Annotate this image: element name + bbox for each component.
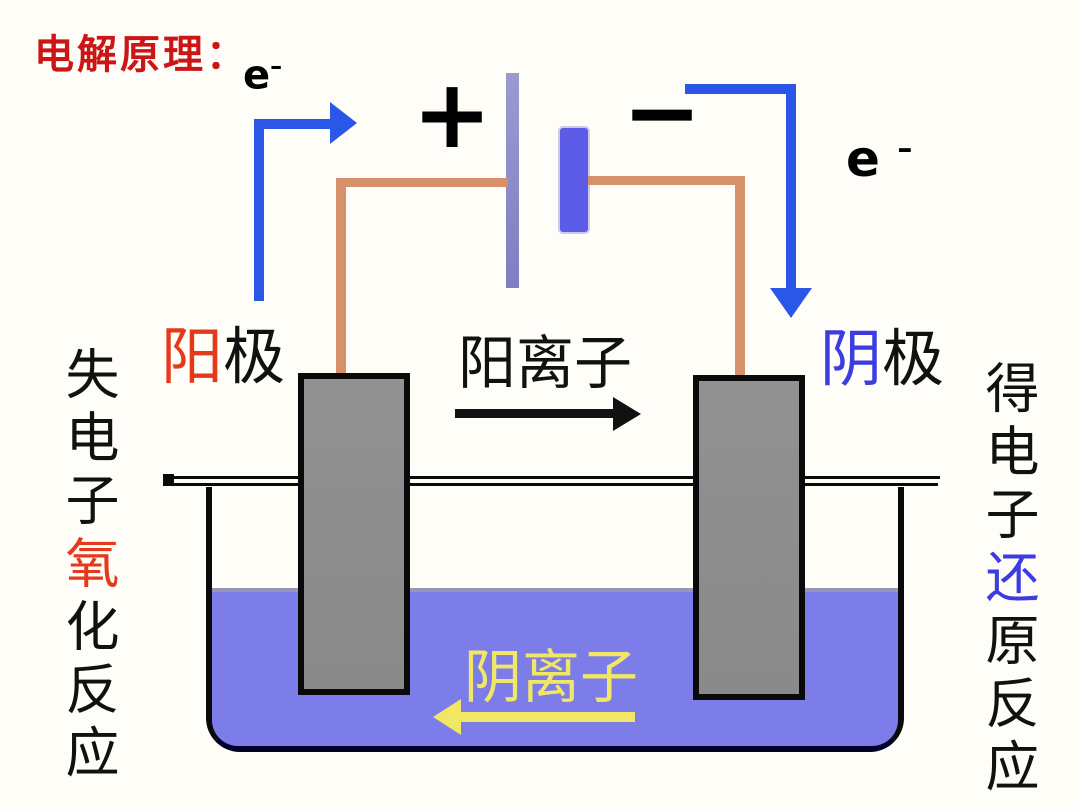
electron-flow-arrow-right-head-icon — [770, 288, 812, 318]
tank-rim-bottom-line — [168, 483, 938, 486]
anode-label-highlight: 阳 — [161, 324, 224, 392]
cation-label: 阳离子 — [458, 331, 633, 396]
anode-label: 阳极 — [161, 326, 285, 390]
battery-negative-sign: − — [622, 58, 702, 168]
anode-electrode — [298, 373, 410, 695]
reduction-note-pre: 得电子 — [977, 360, 1037, 549]
tank-rim-end-cap — [163, 474, 174, 486]
battery-negative-plate — [560, 128, 588, 232]
reduction-note: 得电子还原反应 — [968, 360, 1047, 801]
wire-anode-horizontal — [336, 178, 508, 187]
cathode-electrode — [693, 375, 805, 700]
electron-flow-arrow-right-vertical — [786, 84, 796, 290]
wire-anode-vertical — [336, 178, 346, 375]
reduction-note-highlight: 还 — [977, 549, 1037, 612]
wire-cathode-vertical — [735, 176, 745, 377]
electron-label-left: e– — [243, 52, 282, 98]
cathode-label: 阴极 — [820, 328, 944, 392]
cation-arrow-shaft — [455, 409, 615, 418]
electron-charge-superscript: – — [270, 52, 283, 80]
battery-positive-sign: + — [412, 60, 492, 170]
electron-flow-arrow-right-horizontal — [685, 84, 791, 94]
oxidation-note: 失电子氧化反应 — [48, 346, 127, 787]
cathode-label-highlight: 阴 — [820, 326, 883, 394]
oxidation-note-pre: 失电子 — [57, 346, 117, 535]
cation-arrow-head-icon — [613, 397, 641, 431]
electron-label-right: e – — [846, 130, 912, 188]
anion-label: 阴离子 — [464, 645, 639, 710]
anode-label-rest: 极 — [223, 324, 286, 392]
electrolysis-tank — [206, 487, 904, 752]
oxidation-note-highlight: 氧 — [57, 535, 117, 598]
electron-flow-arrow-left-vertical — [254, 119, 264, 301]
page-title: 电解原理： — [34, 32, 249, 77]
wire-cathode-horizontal — [588, 176, 745, 185]
anion-arrow-head-icon — [433, 699, 461, 735]
electron-charge-superscript: – — [897, 131, 913, 167]
electron-symbol: e — [846, 130, 880, 188]
oxidation-note-post: 化反应 — [57, 598, 117, 787]
electron-flow-arrow-left-head-icon — [330, 102, 357, 144]
cathode-label-rest: 极 — [882, 326, 945, 394]
electron-symbol: e — [243, 52, 271, 99]
electron-flow-arrow-left-horizontal — [254, 119, 332, 129]
tank-rim-top-line — [168, 476, 940, 479]
reduction-note-post: 原反应 — [977, 612, 1037, 801]
anion-arrow-shaft — [460, 712, 635, 722]
battery-positive-plate — [506, 73, 519, 288]
